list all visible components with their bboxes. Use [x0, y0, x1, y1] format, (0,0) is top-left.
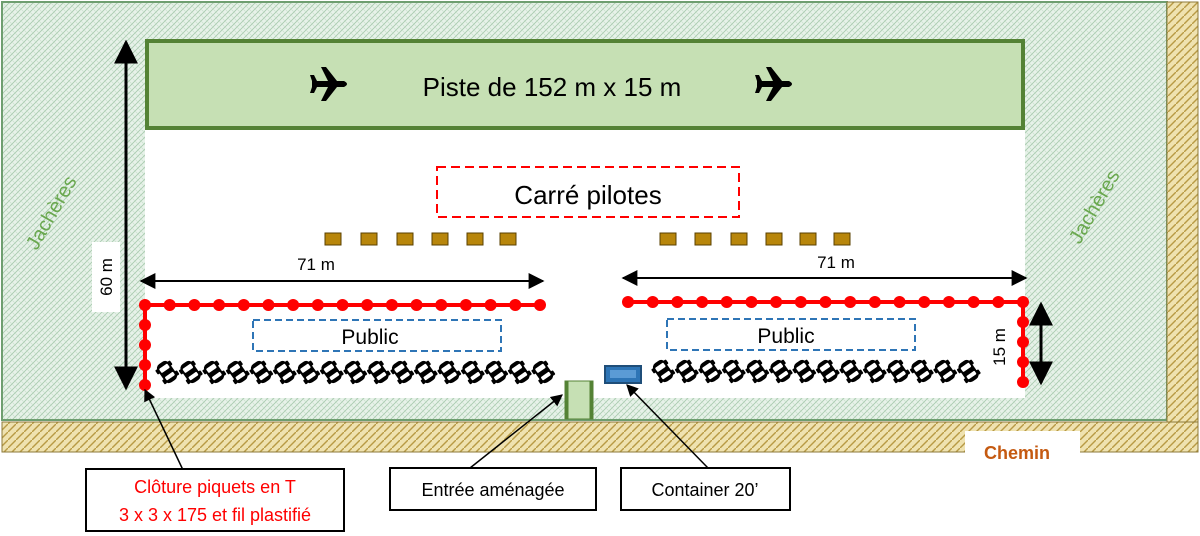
fence-post — [509, 299, 522, 311]
callout-container-label: Container 20’ — [651, 480, 758, 500]
marker — [499, 232, 517, 246]
callout-container-box — [620, 467, 791, 511]
fence-post — [745, 296, 758, 308]
public-zone-left-label: Public — [341, 326, 398, 349]
fence-post — [720, 296, 733, 308]
fence-post — [819, 296, 832, 308]
parking-row-left — [153, 357, 557, 387]
runway-label: Piste de 152 m x 15 m — [423, 72, 682, 102]
pilot-area-label: Carré pilotes — [514, 180, 661, 210]
marker — [466, 232, 484, 246]
callout-fence-line2: 3 x 3 x 175 et fil plastifié — [119, 505, 311, 525]
fence-post — [967, 296, 980, 308]
fence-post — [336, 299, 349, 311]
public-zone-left — [252, 319, 502, 352]
dimension-71m-right-label: 71 m — [817, 253, 855, 272]
pilot-area-box — [436, 166, 740, 218]
marker — [396, 232, 414, 246]
marker — [833, 232, 851, 246]
fence-post — [139, 299, 151, 311]
fence-post — [188, 299, 201, 311]
marker — [659, 232, 677, 246]
fence-post — [385, 299, 398, 311]
marker — [765, 232, 783, 246]
fence-post — [163, 299, 176, 311]
fence-post — [1017, 336, 1029, 348]
fence-post — [622, 296, 634, 308]
callout-arrow-container — [626, 384, 709, 469]
runway — [145, 39, 1025, 130]
fence-right — [622, 296, 1029, 388]
fence-post — [311, 299, 324, 311]
fence-post — [534, 299, 546, 311]
dimension-71m-left-label: 71 m — [297, 255, 335, 274]
fence-post — [1017, 376, 1029, 388]
fence-post — [1017, 296, 1029, 308]
fence-post — [262, 299, 275, 311]
fence-post — [237, 299, 250, 311]
marker — [431, 232, 449, 246]
fence-post — [918, 296, 931, 308]
callout-fence-line1: Clôture piquets en T — [134, 477, 296, 497]
callout-entrance-box — [389, 467, 597, 511]
fence-post — [139, 339, 151, 351]
callout-arrow-fence — [144, 388, 184, 471]
fence-post — [992, 296, 1005, 308]
callout-arrow-entrance — [469, 394, 563, 469]
fence-post — [893, 296, 906, 308]
fence-post — [1017, 316, 1029, 328]
marker — [730, 232, 748, 246]
marker-row-left — [324, 232, 517, 246]
callout-fence-box — [85, 468, 345, 532]
fence-post — [794, 296, 807, 308]
dimension-60m-label: 60 m — [97, 258, 116, 296]
dimension-15m-label: 15 m — [990, 328, 1009, 366]
fence-post — [942, 296, 955, 308]
callout-entrance-label: Entrée aménagée — [421, 480, 564, 500]
fence-post — [139, 379, 151, 391]
path-label-bg — [965, 431, 1080, 465]
fence-post — [868, 296, 881, 308]
fence-post — [139, 359, 151, 371]
fence-left — [139, 299, 546, 391]
fence-post — [696, 296, 709, 308]
marker — [694, 232, 712, 246]
fence-post — [484, 299, 497, 311]
path-label: Chemin — [984, 443, 1050, 463]
fence-post — [459, 299, 472, 311]
marker — [360, 232, 378, 246]
public-zone-right-label: Public — [757, 325, 814, 348]
container-top — [610, 370, 636, 378]
path-strip-right — [1166, 1, 1199, 423]
entrance — [564, 380, 594, 420]
fence-post — [361, 299, 374, 311]
fence-post — [770, 296, 783, 308]
fence-post — [213, 299, 226, 311]
fence-post — [410, 299, 423, 311]
dimension-60m-bg — [92, 242, 120, 312]
fence-post — [671, 296, 684, 308]
fence-post — [435, 299, 448, 311]
public-zone-right — [666, 318, 916, 351]
fence-post — [139, 319, 151, 331]
fence-post — [646, 296, 659, 308]
marker — [324, 232, 342, 246]
fence-post — [287, 299, 300, 311]
marker — [799, 232, 817, 246]
marker-row-right — [659, 232, 851, 246]
fence-post — [844, 296, 857, 308]
fence-post — [1017, 356, 1029, 368]
